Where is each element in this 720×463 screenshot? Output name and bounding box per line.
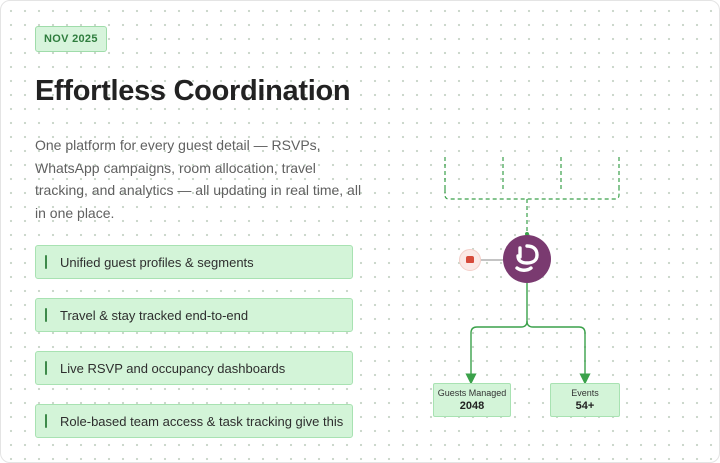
feature-item: Role-based team access & task tracking g…	[35, 404, 353, 438]
flow-connectors	[444, 157, 620, 385]
outgoing-branches	[465, 283, 591, 385]
page-title: Effortless Coordination	[35, 75, 351, 107]
incoming-dashed-lines	[444, 157, 620, 233]
p-logo-glyph	[515, 244, 539, 272]
feature-label: Travel & stay tracked end-to-end	[60, 307, 249, 323]
accent-bar	[45, 255, 47, 269]
accent-bar	[45, 308, 47, 322]
feature-label: Role-based team access & task tracking g…	[60, 413, 344, 429]
stat-label: Guests Managed	[437, 388, 507, 398]
description: One platform for every guest detail — RS…	[35, 137, 362, 221]
stat-value: 54+	[575, 400, 595, 412]
feature-label: Unified guest profiles & segments	[60, 254, 254, 270]
stat-label: Events	[571, 388, 599, 398]
feature-list: Unified guest profiles & segments Travel…	[35, 245, 353, 457]
date-badge: NOV 2025	[35, 26, 107, 52]
stat-events: Events 54+	[550, 383, 620, 417]
stat-guests-managed: Guests Managed 2048	[433, 383, 511, 417]
accent-bar	[45, 414, 47, 428]
p-logo-icon	[503, 235, 551, 283]
stat-value: 2048	[459, 400, 485, 412]
feature-label: Live RSVP and occupancy dashboards	[60, 360, 286, 376]
calendar-icon	[459, 249, 481, 271]
accent-bar	[45, 361, 47, 375]
flow-diagram: Guests Managed 2048 Events 54+	[421, 151, 661, 431]
feature-item: Live RSVP and occupancy dashboards	[35, 351, 353, 385]
calendar-glyph	[466, 256, 474, 263]
feature-item: Unified guest profiles & segments	[35, 245, 353, 279]
feature-item: Travel & stay tracked end-to-end	[35, 298, 353, 332]
